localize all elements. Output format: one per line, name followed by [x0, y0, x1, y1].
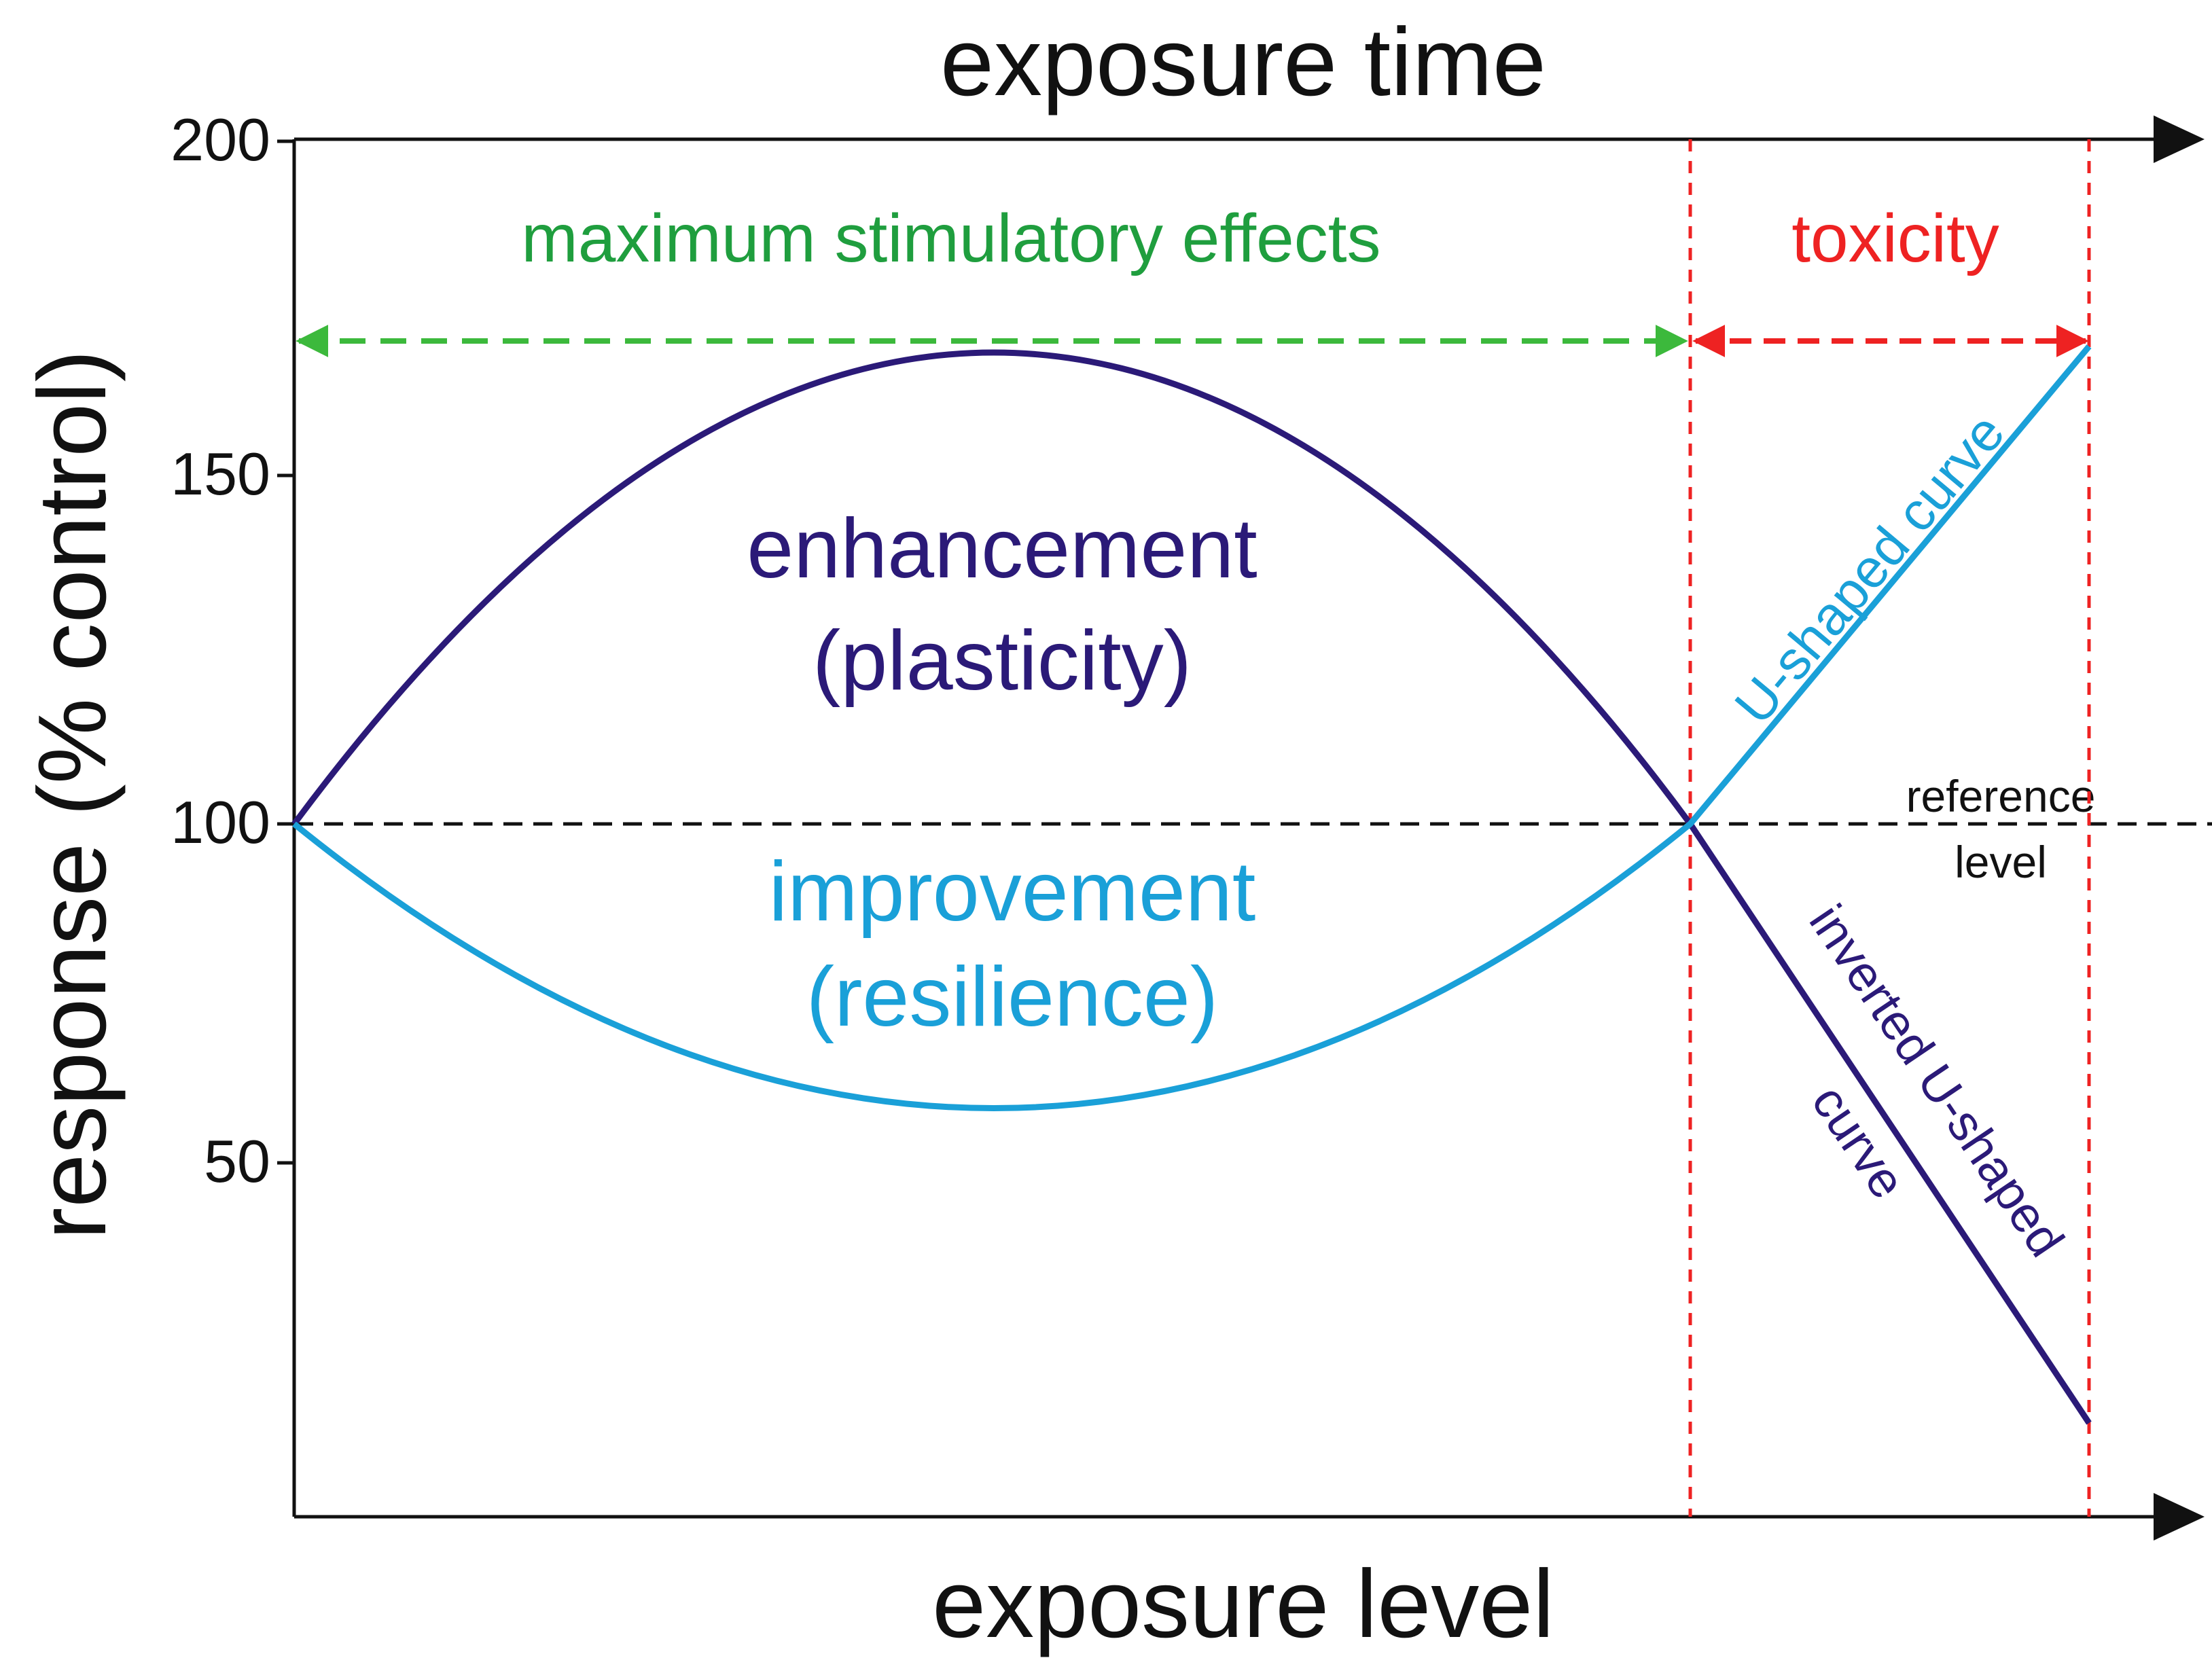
y-axis-title: response (% control) [18, 350, 126, 1240]
top-axis-arrowhead [2154, 115, 2205, 163]
enhancement-label: enhancement [747, 502, 1257, 596]
improvement-curve [292, 344, 2092, 1111]
x-axis-title: exposure level [932, 1550, 1554, 1658]
axes [292, 115, 2205, 1541]
u-shaped-curve-label: U-shaped curve [1723, 402, 2016, 735]
y-ticks: 200 150 100 50 [171, 106, 294, 1195]
reference-level-label-line2: level [1955, 837, 2047, 887]
y-tick-label-100: 100 [171, 789, 270, 856]
y-tick-label-150: 150 [171, 440, 270, 507]
resilience-label: (resilience) [806, 950, 1218, 1044]
stimulatory-region-label: maximum stimulatory effects [521, 200, 1380, 276]
y-tick-label-50: 50 [204, 1128, 270, 1195]
reference-level-label-line1: reference [1906, 771, 2096, 821]
enhancement-curve [291, 349, 2092, 1425]
x-axis-arrowhead [2154, 1493, 2205, 1541]
top-axis-title: exposure time [940, 8, 1546, 116]
plasticity-label: (plasticity) [813, 614, 1192, 708]
improvement-label: improvement [769, 845, 1256, 939]
toxicity-region-label: toxicity [1791, 200, 1999, 276]
y-tick-label-200: 200 [171, 106, 270, 173]
